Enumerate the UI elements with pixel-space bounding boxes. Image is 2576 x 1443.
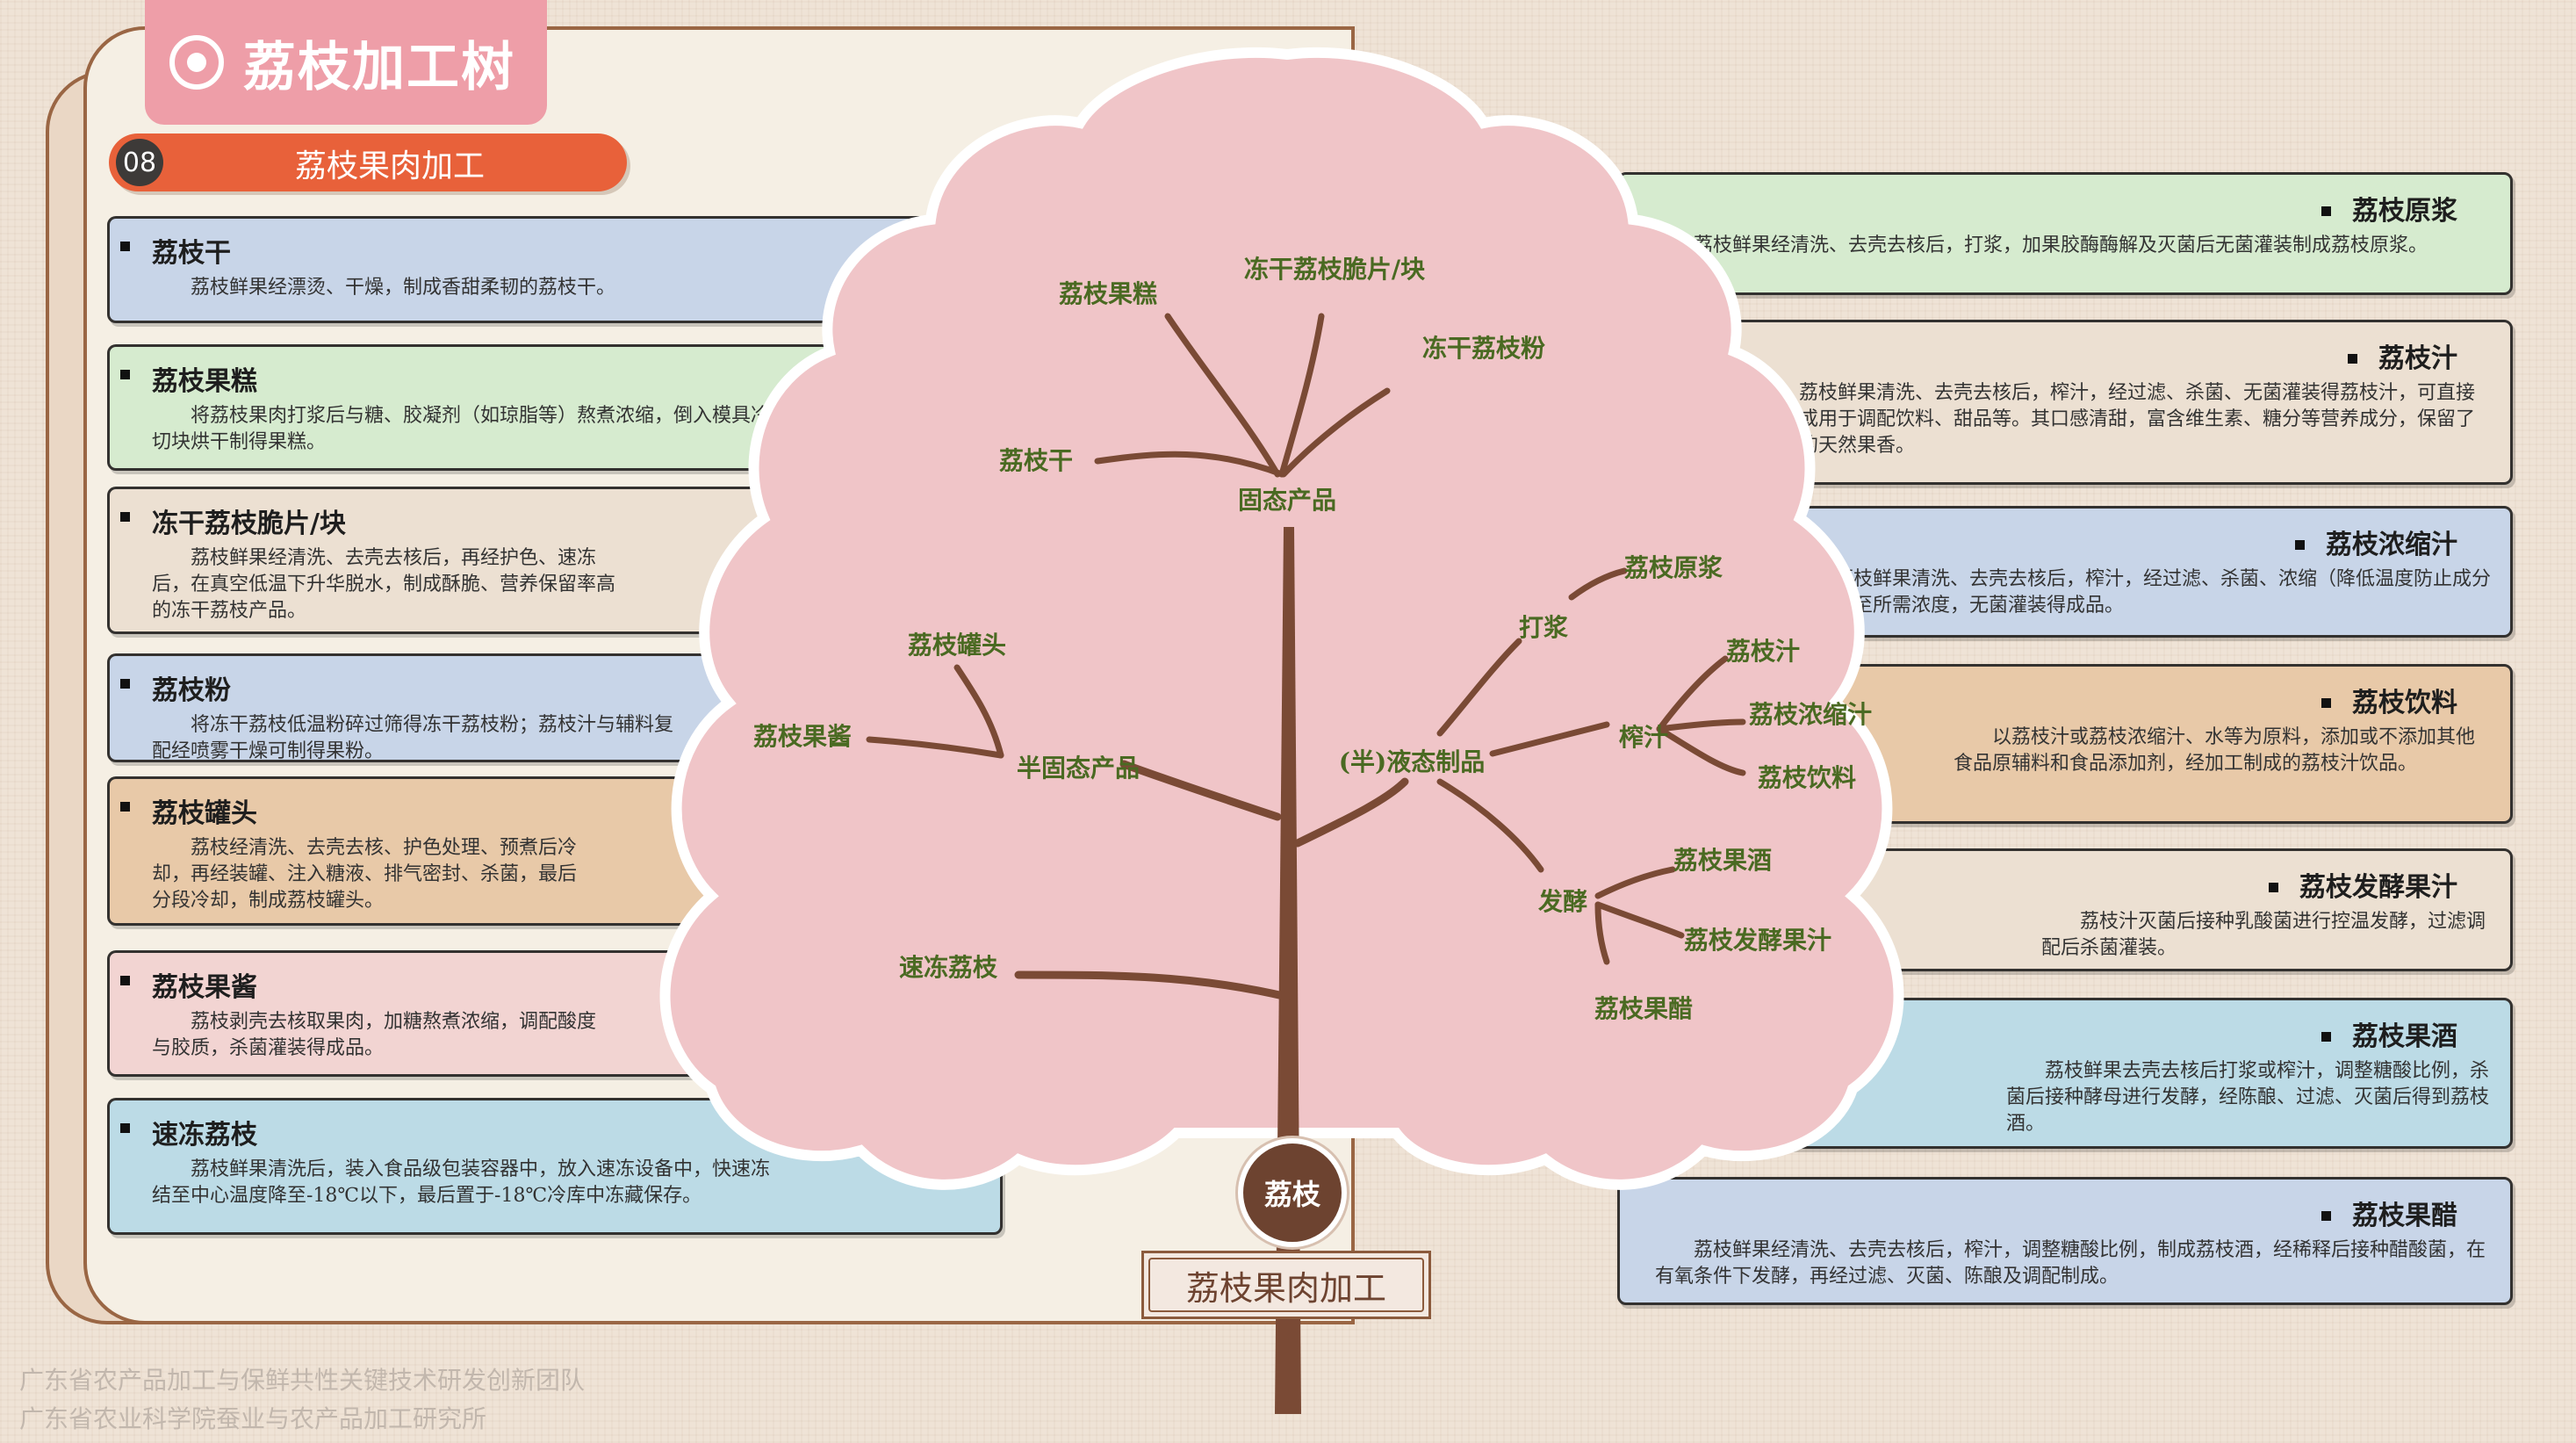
node-dried-lychee: 荔枝干 [998, 446, 1074, 475]
box-desc: 荔枝鲜果去壳去核后打浆或榨汁，调整糖酸比例，杀菌后接种酵母进行发酵，经陈酿、过滤… [2006, 1060, 2490, 1135]
branch-ferm-wine [1594, 866, 1676, 899]
node-liquid-products: (半)液态制品 [1338, 747, 1486, 776]
box-title: 荔枝罐头 [120, 791, 975, 830]
box-desc: 将荔枝果肉打浆后与糖、胶凝剂（如琼脂等）熬煮浓缩，倒入模具冷却成型，切块烘干制得… [152, 405, 848, 453]
section-number: 08 [116, 139, 163, 186]
target-icon [169, 35, 224, 90]
node-lychee-beverage: 荔枝饮料 [1757, 763, 1857, 792]
box-title: 荔枝饮料 [1708, 681, 2457, 719]
box-title: 荔枝汁 [1708, 336, 2457, 375]
box-desc: 将冻干荔枝低温粉碎过筛得冻干荔枝粉；荔枝汁与辅料复配经喷雾干燥可制得果粉。 [152, 714, 674, 762]
section-badge: 08 荔枝果肉加工 [109, 133, 627, 191]
branch-juicing-beverage [1656, 725, 1746, 776]
box-desc: 荔枝鲜果经清洗、去壳去核后，打浆，加果胶酶酶解及灭菌后无菌灌装制成荔枝原浆。 [1694, 234, 2428, 256]
branch-ferm-vinegar [1594, 901, 1610, 965]
node-semi-solid-products: 半固态产品 [1016, 754, 1140, 783]
branch-solid-cake [1164, 313, 1281, 478]
info-box-quick-frozen: 速冻荔枝 荔枝鲜果清洗后，装入食品级包装容器中，放入速冻设备中，快速冻结至中心温… [107, 1098, 1003, 1235]
box-title: 荔枝果酒 [1708, 1014, 2457, 1053]
box-title: 荔枝浓缩汁 [1708, 523, 2457, 561]
node-fermentation: 发酵 [1537, 887, 1588, 916]
node-lychee-concentrate: 荔枝浓缩汁 [1748, 700, 1873, 729]
branch-ferm-juice [1594, 901, 1685, 939]
branch-quick-frozen [1014, 970, 1292, 1001]
title-tab: 荔枝加工树 [145, 0, 547, 125]
info-box-lychee-vinegar: 荔枝果醋 荔枝鲜果经清洗、去壳去核后，榨汁，调整糖酸比例，制成荔枝酒，经稀释后接… [1617, 1177, 2513, 1305]
footer-team: 广东省农产品加工与保鲜共性关键技术研发创新团队 [19, 1366, 586, 1395]
branch-juicing-concentrate [1656, 718, 1746, 732]
box-title: 荔枝果酱 [120, 965, 975, 1004]
node-freeze-dried-powder: 冻干荔枝粉 [1421, 334, 1546, 363]
box-title: 冻干荔枝脆片/块 [120, 501, 975, 540]
branch-semi-jam [866, 736, 1004, 759]
node-lychee-juice: 荔枝汁 [1725, 637, 1801, 666]
branch-liquid-pulping [1436, 638, 1522, 737]
node-quick-frozen: 速冻荔枝 [898, 953, 998, 982]
box-title: 荔枝干 [120, 231, 975, 270]
node-lychee-cake: 荔枝果糕 [1058, 279, 1158, 308]
box-title: 速冻荔枝 [120, 1113, 975, 1151]
box-title: 荔枝果糕 [120, 359, 975, 398]
tree-root-lychee: 荔枝 [1238, 1138, 1347, 1247]
node-fermented-juice: 荔枝发酵果汁 [1683, 926, 1832, 955]
tree-plaque: 荔枝果肉加工 [1141, 1251, 1431, 1319]
box-desc: 荔枝鲜果经漂烫、干燥，制成香甜柔韧的荔枝干。 [191, 277, 616, 299]
box-desc: 荔枝鲜果清洗后，装入食品级包装容器中，放入速冻设备中，快速冻结至中心温度降至-1… [152, 1158, 771, 1207]
branch-liquid [1293, 777, 1409, 848]
node-lychee-jam: 荔枝果酱 [752, 722, 853, 751]
branch-semi-can [953, 664, 1004, 759]
node-freeze-dried-chips: 冻干荔枝脆片/块 [1243, 255, 1426, 284]
branch-solid-powder [1280, 387, 1391, 478]
node-lychee-vinegar: 荔枝果醋 [1594, 994, 1694, 1023]
branch-liquid-juicing [1489, 721, 1610, 757]
box-title: 荔枝粉 [120, 668, 975, 707]
branch-pulping-puree [1568, 567, 1628, 601]
box-desc: 荔枝鲜果经清洗、去壳去核后，再经护色、速冻后，在真空低温下升华脱水，制成酥脆、营… [152, 547, 616, 622]
plaque-label: 荔枝果肉加工 [1185, 1268, 1386, 1308]
node-pulping: 打浆 [1518, 613, 1569, 642]
box-desc: 荔枝剥壳去核取果肉，加糖熬煮浓缩，调配酸度与胶质，杀菌灌装得成品。 [152, 1011, 597, 1059]
section-label: 荔枝果肉加工 [294, 148, 485, 184]
node-solid-products: 固态产品 [1237, 486, 1337, 515]
footer-institute: 广东省农业科学院蚕业与农产品加工研究所 [19, 1404, 487, 1433]
box-desc: 荔枝经清洗、去壳去核、护色处理、预煮后冷却，再经装罐、注入糖液、排气密封、杀菌，… [152, 837, 578, 912]
box-desc: 以荔枝汁或荔枝浓缩汁、水等为原料，添加或不添加其他食品原辅料和食品添加剂，经加工… [1954, 726, 2476, 775]
box-desc: 荔枝汁灭菌后接种乳酸菌进行控温发酵，过滤调配后杀菌灌装。 [2041, 911, 2486, 959]
branch-semi [1119, 760, 1282, 821]
branch-solid-chip [1278, 313, 1325, 478]
branch-juicing-juice [1656, 655, 1729, 732]
page-title: 荔枝加工树 [243, 36, 515, 98]
branch-solid-dry [1094, 451, 1285, 478]
box-title: 荔枝原浆 [1708, 189, 2457, 227]
box-desc: 荔枝鲜果经清洗、去壳去核后，榨汁，调整糖酸比例，制成荔枝酒，经稀释后接种醋酸菌，… [1655, 1239, 2486, 1288]
node-lychee-wine: 荔枝果酒 [1673, 846, 1773, 875]
node-lychee-can: 荔枝罐头 [907, 631, 1007, 660]
node-juicing: 榨汁 [1618, 723, 1669, 752]
branch-liquid-fermentation [1436, 778, 1544, 873]
info-box-lychee-puree: 荔枝原浆 荔枝鲜果经清洗、去壳去核后，打浆，加果胶酶酶解及灭菌后无菌灌装制成荔枝… [1617, 172, 2513, 295]
box-title: 荔枝发酵果汁 [1708, 865, 2457, 904]
node-lychee-puree: 荔枝原浆 [1623, 553, 1723, 582]
box-title: 荔枝果醋 [1708, 1194, 2457, 1232]
